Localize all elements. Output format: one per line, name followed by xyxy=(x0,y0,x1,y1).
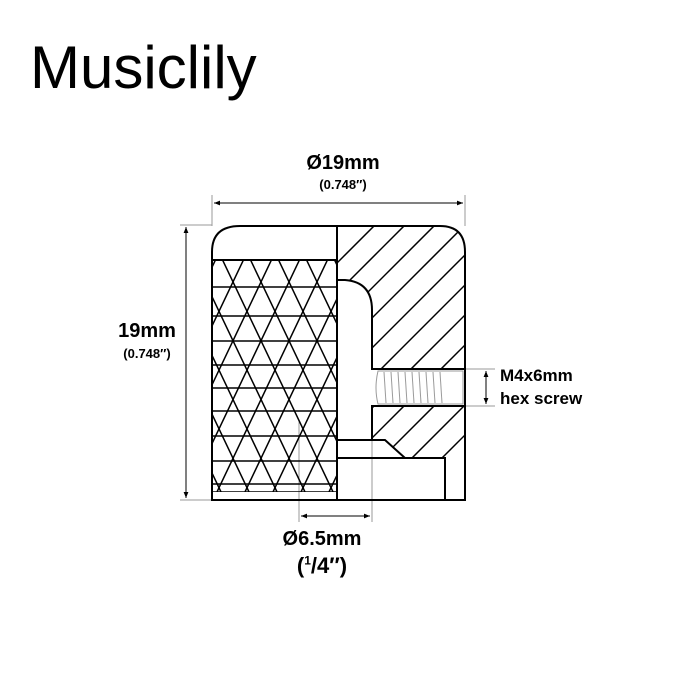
bore-imperial-label: (1/4″) xyxy=(296,553,348,578)
screw-size-label: M4x6mm xyxy=(500,366,573,385)
dimension-lines xyxy=(180,195,495,522)
diameter-label: Ø19mm xyxy=(306,152,380,174)
bore-label: Ø6.5mm xyxy=(282,528,362,550)
height-label: 19mm xyxy=(118,320,176,342)
section-hatching xyxy=(337,226,465,462)
height-imperial-label: (0.748″) xyxy=(123,346,171,361)
knob-body xyxy=(211,225,466,501)
screw-type-label: hex screw xyxy=(500,389,583,408)
diameter-imperial-label: (0.748″) xyxy=(319,177,367,192)
hex-screw xyxy=(375,370,464,405)
knurl-pattern xyxy=(213,260,337,492)
brand-logo-text: Musiclily xyxy=(30,34,257,101)
